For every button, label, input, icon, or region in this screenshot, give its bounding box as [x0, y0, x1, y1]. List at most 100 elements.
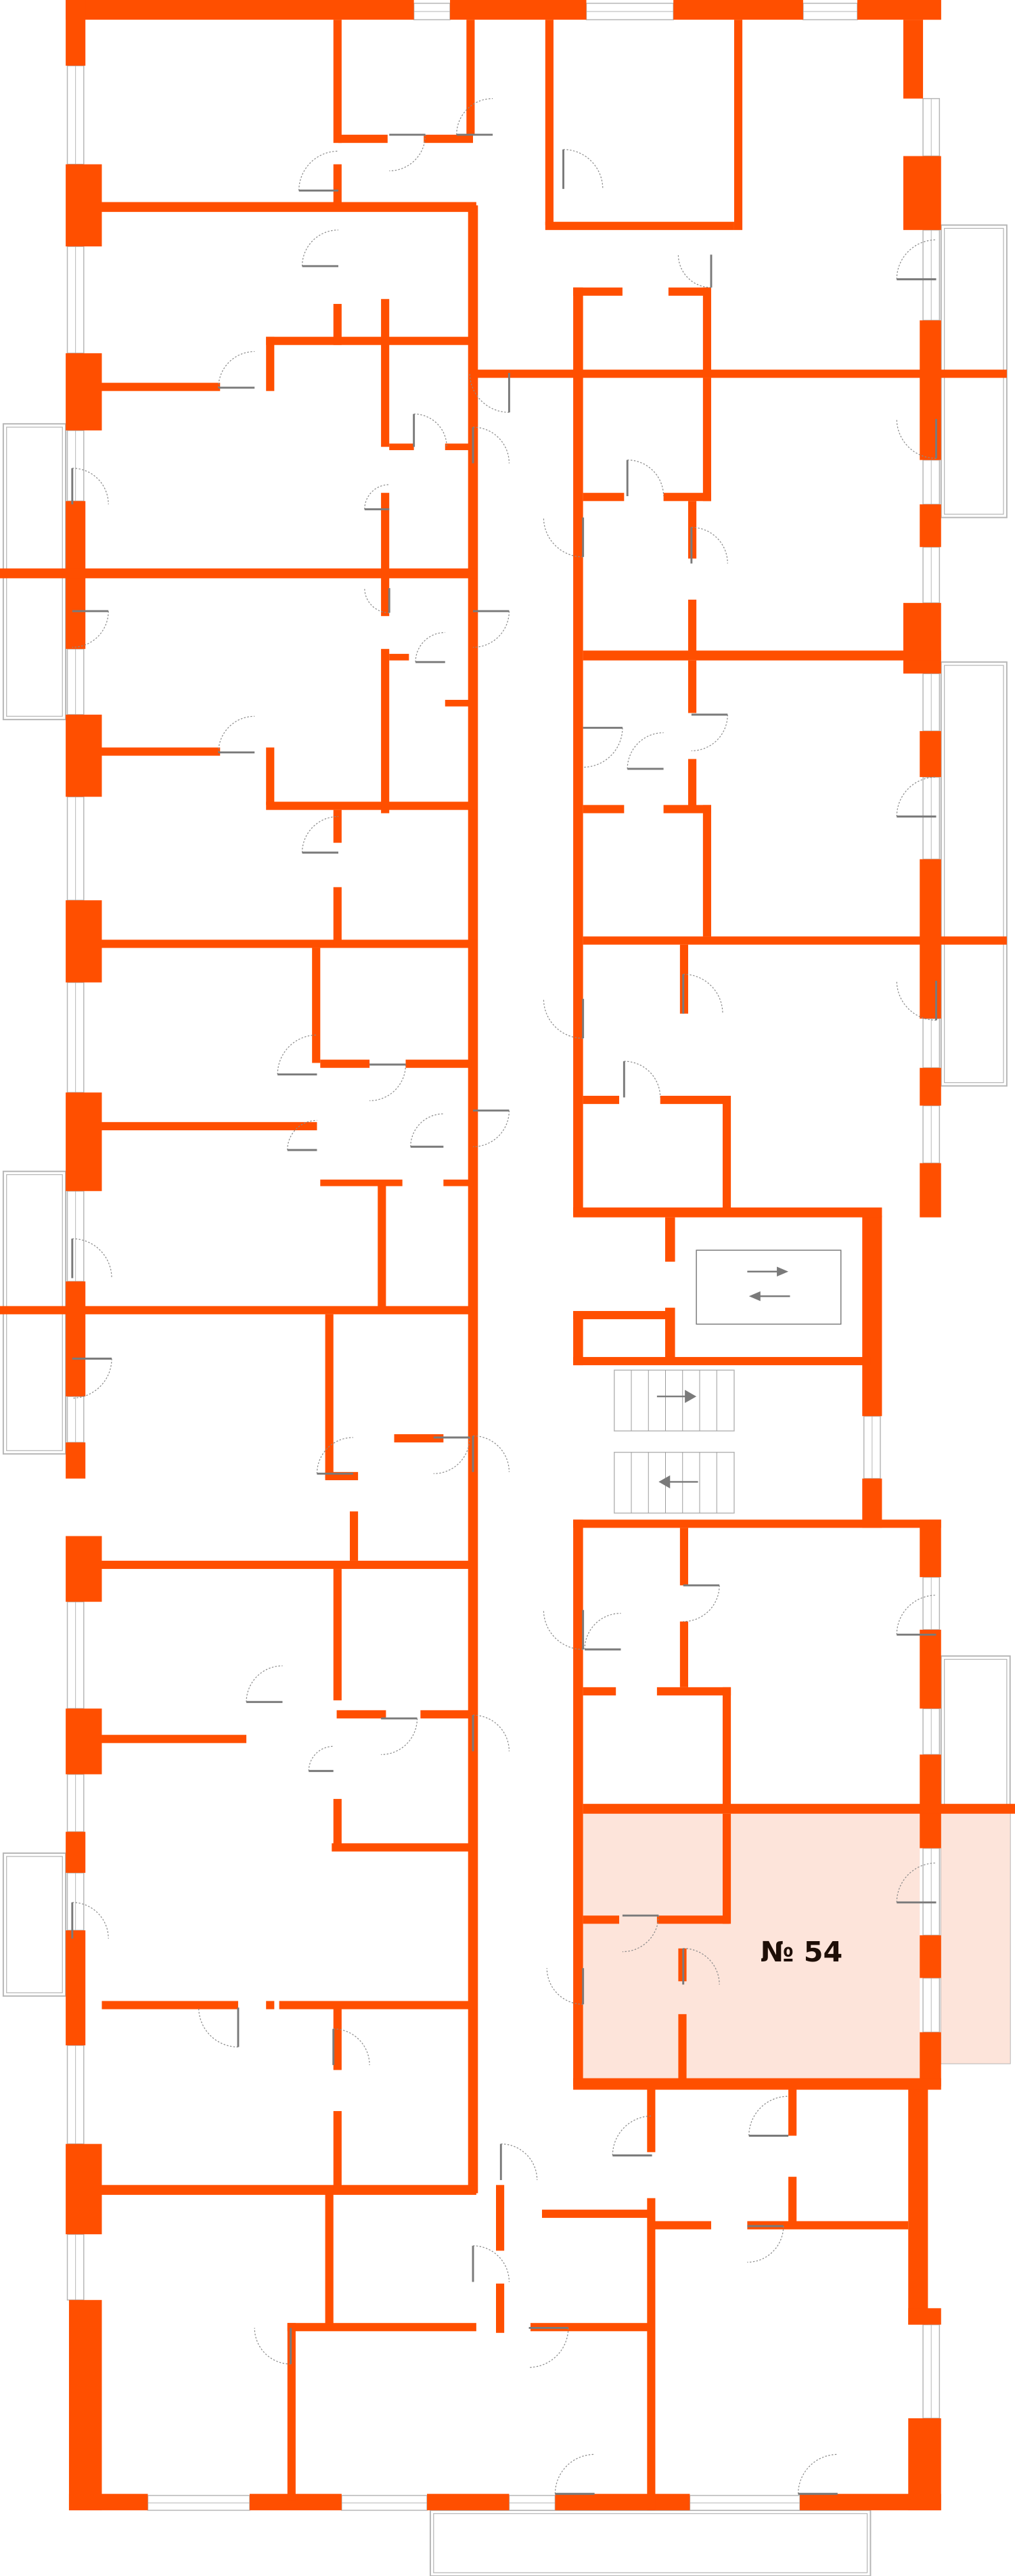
wall — [424, 135, 474, 143]
wall — [903, 20, 924, 99]
windows — [66, 3, 941, 2511]
wall — [266, 747, 275, 805]
door-swing — [896, 981, 937, 1021]
door-swing — [198, 2007, 238, 2048]
wall — [266, 336, 275, 391]
wall — [573, 287, 623, 296]
door-swing — [546, 1968, 583, 2005]
wall — [702, 805, 711, 937]
door-swing — [381, 1718, 418, 1755]
arrow-right-icon — [747, 1266, 789, 1277]
wall — [66, 1930, 86, 2045]
door-swing — [473, 1110, 510, 1147]
door-swing — [473, 610, 510, 648]
arrow-left-icon — [658, 1475, 698, 1489]
elevator — [696, 1249, 842, 1325]
doors — [71, 98, 937, 2495]
door-swing — [584, 1612, 621, 1650]
door-swing — [543, 998, 583, 1039]
door-swing — [473, 1714, 510, 1752]
door-swing — [413, 414, 447, 447]
door-swing — [677, 254, 711, 288]
wall — [66, 1442, 86, 1479]
door-swing — [683, 973, 723, 1014]
door-swing — [301, 816, 339, 853]
wall — [920, 1754, 941, 1848]
wall — [722, 1813, 731, 1924]
wall — [747, 2221, 909, 2229]
door-swing — [389, 135, 426, 172]
wall — [287, 2323, 476, 2332]
door-swing — [364, 484, 390, 510]
wall — [338, 135, 388, 143]
wall — [668, 287, 710, 296]
balcony-rail — [433, 2513, 868, 2573]
wall — [573, 1310, 583, 1366]
door-swing — [748, 2095, 789, 2136]
wall — [920, 1067, 941, 1106]
wall — [287, 2323, 296, 2501]
wall — [102, 2001, 238, 2009]
wall — [266, 801, 476, 810]
door-swing — [554, 2453, 595, 2494]
wall — [545, 20, 554, 225]
wall — [722, 1096, 731, 1216]
wall — [279, 2001, 476, 2009]
wall — [908, 2308, 941, 2325]
wall — [466, 20, 475, 135]
wall — [66, 1281, 86, 1397]
door-swing — [501, 2144, 538, 2181]
door-swing — [246, 1665, 283, 1702]
door-swing — [410, 1113, 444, 1147]
stair-flight — [614, 1369, 735, 1431]
wall — [66, 714, 102, 797]
wall — [702, 378, 711, 502]
wall — [530, 2323, 649, 2332]
wall — [679, 1621, 688, 1687]
door-swing — [896, 776, 937, 817]
wall — [389, 654, 409, 661]
wall — [678, 2014, 687, 2087]
wall — [102, 747, 221, 756]
arrow-right-icon — [656, 1390, 697, 1403]
wall — [336, 1710, 386, 1718]
wall — [445, 443, 470, 451]
wall — [427, 2493, 510, 2510]
wall — [920, 1629, 941, 1709]
wall — [66, 900, 102, 983]
door-swing — [301, 229, 339, 267]
wall — [325, 1314, 334, 1479]
door-swing — [72, 1358, 112, 1399]
stair-outline — [614, 1452, 735, 1514]
wall — [555, 2493, 690, 2510]
unit-54-highlight[interactable] — [583, 1810, 920, 2080]
wall — [573, 2078, 941, 2090]
wall — [349, 1511, 359, 1561]
wall — [920, 731, 941, 778]
door-swing — [896, 239, 937, 280]
wall — [800, 2493, 941, 2510]
door-swing — [72, 1902, 109, 1939]
wall — [66, 1536, 102, 1602]
wall — [450, 0, 587, 20]
wall — [102, 1560, 476, 1570]
door-swing — [456, 98, 493, 135]
door-swing — [433, 1437, 470, 1474]
door-swing — [287, 1119, 317, 1151]
door-swing — [896, 1595, 937, 1635]
wall — [583, 936, 1007, 945]
wall — [333, 304, 342, 345]
door-swing — [254, 2328, 291, 2365]
wall — [545, 221, 734, 230]
balcony — [2, 1852, 67, 1997]
wall — [687, 759, 697, 809]
wall — [0, 1306, 476, 1314]
wall — [583, 1096, 620, 1105]
unit-54-balcony-highlight[interactable] — [941, 1810, 1010, 2064]
door-swing — [72, 1238, 112, 1279]
unit-number-label: № 54 — [761, 1936, 842, 1968]
wall — [583, 1915, 620, 1924]
wall — [862, 1216, 882, 1417]
door-swing — [543, 517, 583, 558]
